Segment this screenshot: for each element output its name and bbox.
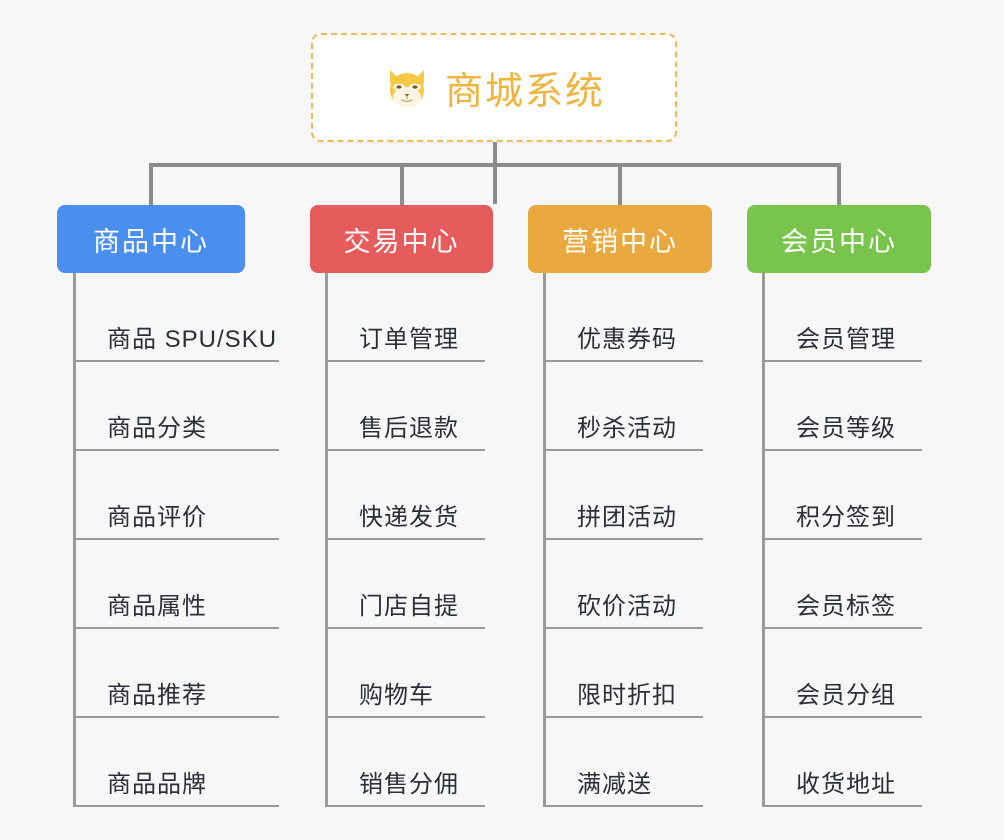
leaf-item-label: 限时折扣 (577, 682, 677, 709)
column-spine (543, 273, 546, 807)
leaf-item-label: 会员分组 (796, 682, 896, 709)
root-node-card[interactable]: 商城系统 (311, 33, 677, 142)
leaf-item-label: 会员标签 (796, 593, 896, 620)
leaf-item-label: 会员管理 (796, 326, 896, 353)
column-spine (73, 273, 76, 807)
leaf-item[interactable]: 快递发货 (325, 451, 485, 540)
leaf-item[interactable]: 限时折扣 (543, 629, 703, 718)
leaf-item[interactable]: 会员等级 (762, 362, 922, 451)
leaf-item-label: 砍价活动 (577, 593, 677, 620)
leaf-item-label: 销售分佣 (359, 771, 459, 798)
root-node-title: 商城系统 (444, 71, 605, 113)
leaf-item-label: 满减送 (577, 771, 652, 798)
leaf-item[interactable]: 满减送 (543, 718, 703, 807)
leaf-item[interactable]: 商品分类 (73, 362, 279, 451)
leaf-item-label: 商品 SPU/SKU (107, 326, 278, 353)
leaf-item[interactable]: 售后退款 (325, 362, 485, 451)
connector-root-vertical (493, 142, 497, 204)
leaf-item[interactable]: 收货地址 (762, 718, 922, 807)
leaf-item-label: 秒杀活动 (577, 415, 677, 442)
shiba-dog-face-icon (383, 64, 431, 112)
category-title: 会员中心 (781, 226, 897, 257)
column-spine (325, 273, 328, 807)
leaf-item-label: 商品评价 (107, 504, 207, 531)
leaf-item-label: 拼团活动 (577, 504, 677, 531)
leaf-item[interactable]: 门店自提 (325, 540, 485, 629)
leaf-item[interactable]: 会员管理 (762, 273, 922, 362)
leaf-item[interactable]: 秒杀活动 (543, 362, 703, 451)
leaf-item-label: 收货地址 (796, 771, 896, 798)
leaf-item[interactable]: 销售分佣 (325, 718, 485, 807)
leaf-item[interactable]: 拼团活动 (543, 451, 703, 540)
leaf-item[interactable]: 砍价活动 (543, 540, 703, 629)
leaf-item-label: 售后退款 (359, 415, 459, 442)
category-title: 交易中心 (343, 226, 460, 257)
category-box-2[interactable]: 交易中心 (310, 205, 493, 273)
leaf-item-label: 门店自提 (359, 593, 459, 620)
leaf-item-label: 快递发货 (359, 504, 459, 531)
connector-drop-4 (837, 163, 841, 205)
category-box-1[interactable]: 商品中心 (57, 205, 245, 273)
leaf-item-label: 商品分类 (107, 415, 207, 442)
category-box-3[interactable]: 营销中心 (528, 205, 712, 273)
leaf-item[interactable]: 商品评价 (73, 451, 279, 540)
connector-drop-3 (618, 163, 622, 205)
leaf-item[interactable]: 商品品牌 (73, 718, 279, 807)
leaf-item[interactable]: 优惠券码 (543, 273, 703, 362)
leaf-item[interactable]: 商品属性 (73, 540, 279, 629)
leaf-item[interactable]: 积分签到 (762, 451, 922, 540)
category-title: 营销中心 (562, 226, 678, 257)
leaf-item-label: 商品属性 (107, 593, 207, 620)
leaf-item-label: 订单管理 (359, 326, 459, 353)
connector-drop-2 (400, 163, 404, 205)
category-box-4[interactable]: 会员中心 (747, 205, 931, 273)
leaf-item-label: 会员等级 (796, 415, 896, 442)
category-title: 商品中心 (93, 226, 209, 257)
leaf-item-label: 商品品牌 (107, 771, 207, 798)
connector-horizontal-bus (149, 163, 841, 167)
leaf-item[interactable]: 会员分组 (762, 629, 922, 718)
leaf-item-label: 优惠券码 (577, 326, 677, 353)
leaf-item[interactable]: 商品 SPU/SKU (73, 273, 279, 362)
leaf-item[interactable]: 商品推荐 (73, 629, 279, 718)
leaf-item[interactable]: 会员标签 (762, 540, 922, 629)
leaf-item[interactable]: 订单管理 (325, 273, 485, 362)
column-spine (762, 273, 765, 807)
leaf-item-label: 商品推荐 (107, 682, 207, 709)
leaf-item-label: 购物车 (359, 682, 434, 709)
leaf-item-label: 积分签到 (796, 504, 896, 531)
leaf-item[interactable]: 购物车 (325, 629, 485, 718)
connector-drop-1 (149, 163, 153, 205)
